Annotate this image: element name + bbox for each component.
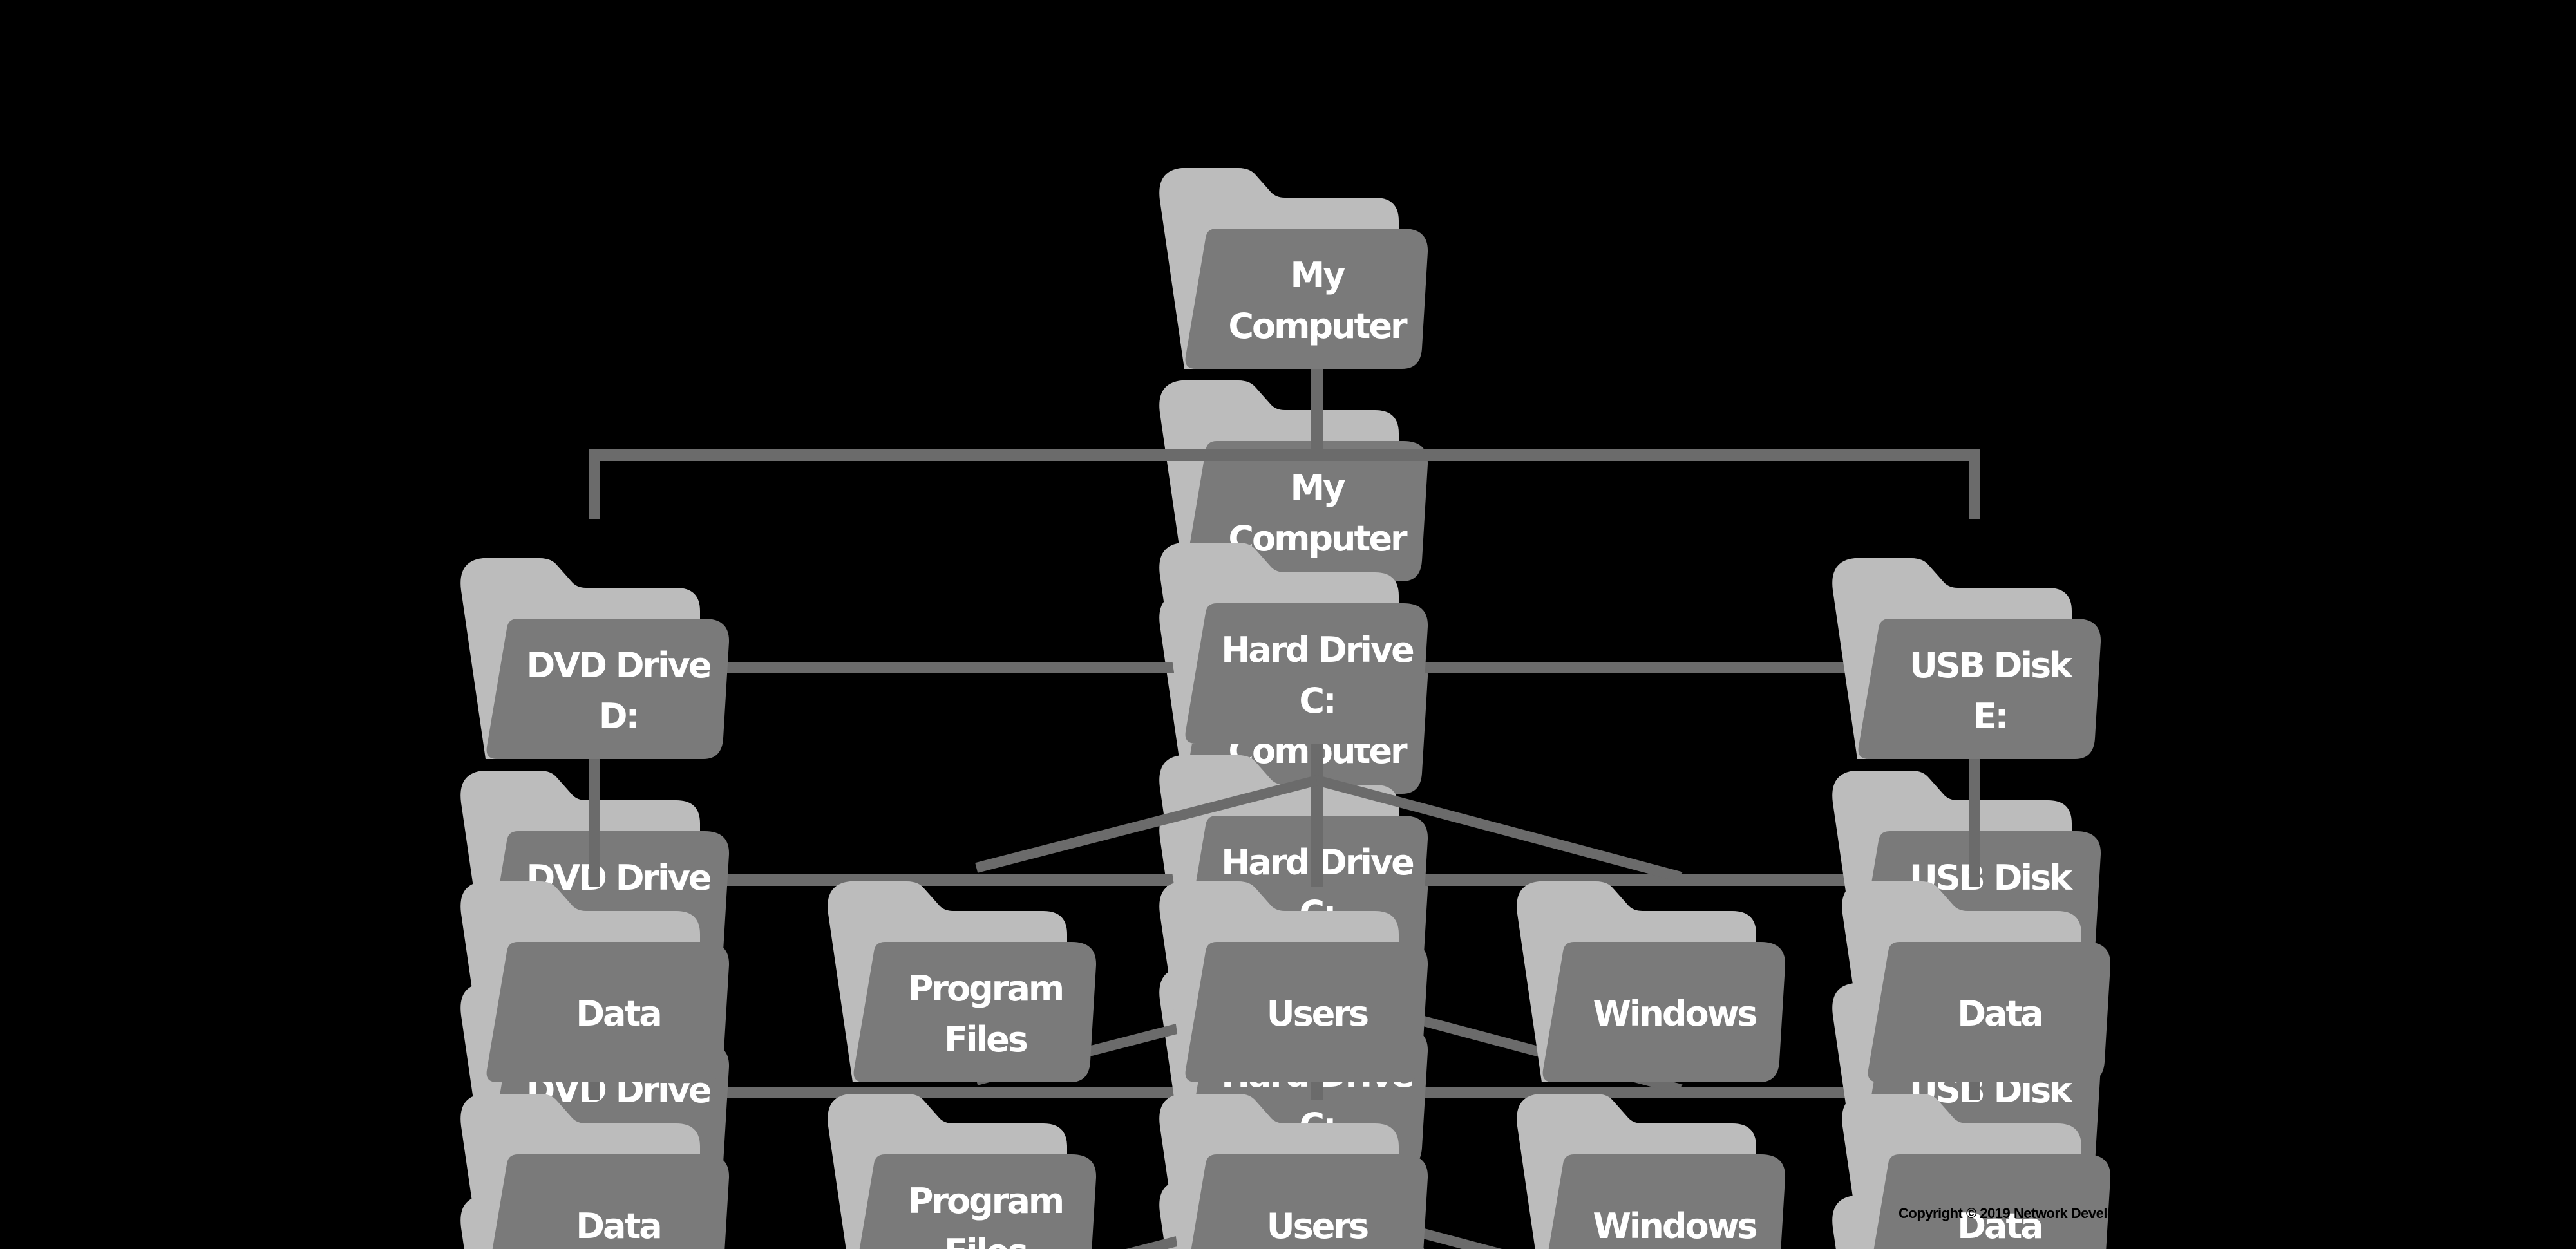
folder-icon	[1159, 1094, 1428, 1249]
folder-label-line: My	[1290, 467, 1346, 508]
folder-icon	[1832, 558, 2101, 759]
folder-label: Data	[1889, 1154, 2110, 1249]
folder-icon	[1517, 881, 1786, 1082]
folder-front-shape	[486, 619, 730, 759]
folder-label-line: D:	[598, 695, 639, 737]
folder-front-shape	[853, 942, 1097, 1082]
folder-data-right: Data	[1839, 1090, 2113, 1249]
folder-data-left: Data	[457, 878, 732, 1084]
folder-front-shape	[1548, 1154, 1786, 1249]
folder-windows: Windows	[1513, 878, 1788, 1084]
folder-label-line: C:	[1299, 680, 1336, 721]
folder-front-shape	[1185, 603, 1428, 744]
folder-label-line: E:	[1973, 695, 2009, 737]
folder-icon	[1159, 881, 1428, 1082]
folder-front-shape	[1185, 942, 1428, 1082]
folder-label-line: Program	[907, 968, 1065, 1009]
folder-label-line: Users	[1266, 1206, 1369, 1246]
folder-label-line: My	[1290, 254, 1346, 296]
folder-label: Data	[1889, 941, 2110, 1082]
folder-label-line: DVD Drive	[526, 644, 712, 686]
folder-label-line: Files	[944, 1226, 1028, 1249]
folder-label-line: Data	[576, 993, 663, 1034]
stem-usb-to-data	[1969, 755, 1980, 887]
folder-label-line: Files	[944, 1019, 1028, 1060]
folder-front-shape	[1542, 942, 1786, 1082]
folder-front-shape	[1191, 1154, 1428, 1249]
folder-label: Windows	[1564, 1154, 1785, 1249]
folder-front-shape	[1858, 619, 2101, 759]
folder-users: Users	[1156, 1090, 1430, 1249]
folder-data-left: Data	[457, 1090, 732, 1249]
stem-hard-drive-branch	[1311, 740, 1323, 887]
folder-icon	[460, 558, 730, 759]
copyright-notice: Copyright © 2019 Network Develo	[1899, 1205, 2116, 1221]
folder-icon	[460, 881, 730, 1082]
folder-front-shape	[1185, 229, 1428, 369]
folder-label-line: Computer	[1228, 305, 1407, 346]
folder-label: Windows	[1564, 941, 1785, 1082]
folder-label-line: Data	[1957, 993, 2044, 1034]
stem-my-computer	[1311, 364, 1323, 461]
folder-label-line: Windows	[1593, 993, 1757, 1034]
folder-icon	[1159, 380, 1428, 581]
row-connector-line	[589, 449, 1980, 461]
folder-label: Data	[507, 941, 729, 1082]
folder-icon	[1842, 881, 2111, 1082]
folder-icon	[1159, 543, 1428, 744]
folder-label: Users	[1206, 1154, 1428, 1249]
connector-drop-left	[589, 449, 600, 519]
folder-icon	[1842, 1094, 2111, 1249]
folder-label-line: Users	[1266, 993, 1369, 1034]
folder-label: Data	[507, 1154, 729, 1249]
folder-front-shape	[1868, 942, 2111, 1082]
folder-front-shape	[859, 1154, 1097, 1249]
folder-icon	[460, 1094, 730, 1249]
folder-icon	[828, 881, 1097, 1082]
folder-data-right: Data	[1839, 878, 2113, 1084]
folder-icon	[1159, 168, 1428, 369]
folder-users: Users	[1156, 878, 1430, 1084]
stem-dvd-to-data	[589, 755, 600, 887]
connector-drop-right	[1969, 449, 1980, 519]
folder-label-line: USB Disk	[1909, 644, 2072, 686]
folder-label-line: Computer	[1228, 518, 1407, 559]
folder-label-line: Hard Drive	[1221, 629, 1415, 670]
folder-icon	[828, 1094, 1097, 1249]
folder-label-line: Windows	[1593, 1206, 1757, 1246]
folder-front-shape	[492, 1154, 730, 1249]
folder-label-line: Program	[907, 1180, 1065, 1221]
folder-label-line: Data	[576, 1206, 663, 1246]
folder-windows: Windows	[1513, 1090, 1788, 1249]
folder-label-line: Data	[1957, 1206, 2044, 1246]
folder-icon	[1517, 1094, 1786, 1249]
folder-label: Users	[1206, 941, 1428, 1082]
folder-front-shape	[1873, 1154, 2111, 1249]
folder-front-shape	[486, 942, 730, 1082]
